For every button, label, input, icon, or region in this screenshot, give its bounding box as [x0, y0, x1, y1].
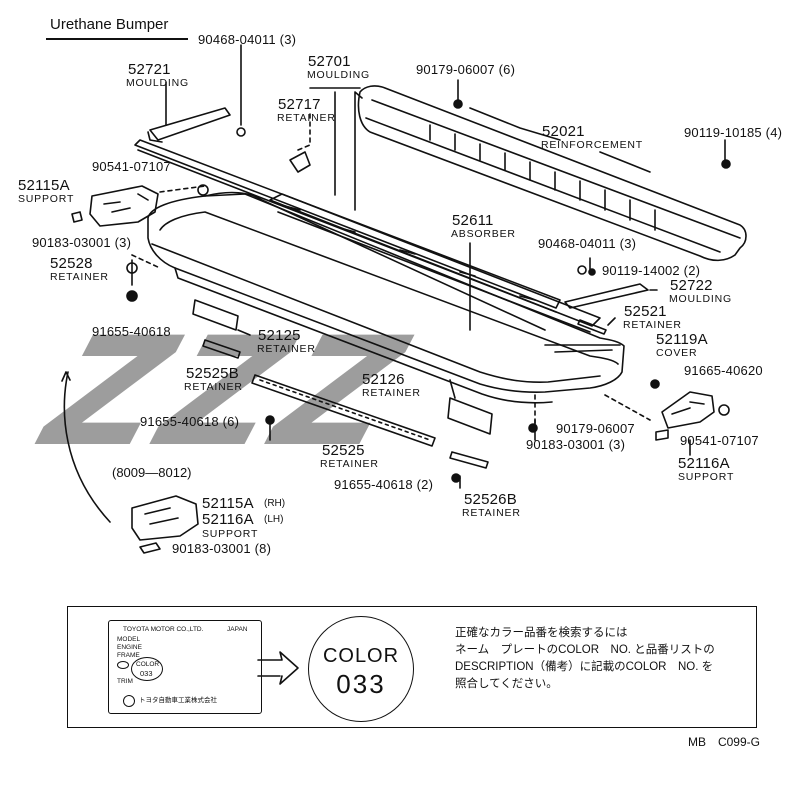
part-label-52119a: 52119A — [656, 331, 708, 348]
part-label-90468-04011-lh: 90468-04011 (3) — [538, 236, 637, 251]
plate-maker: TOYOTA MOTOR CO.,LTD. — [123, 626, 204, 633]
part-label-52526b: 52526B — [464, 491, 517, 508]
part-label-90541-07107-rh: 90541-07107 — [92, 159, 171, 174]
toyota-logo-icon — [123, 695, 135, 707]
part-desc-52721: MOULDING — [126, 77, 189, 89]
instruction-line: ネーム プレートのCOLOR NO. と品番リストの — [455, 644, 715, 656]
variant-support-drawing — [131, 495, 199, 554]
color-callout: COLOR 033 — [308, 616, 414, 722]
instruction-line: 正確なカラー品番を検索するには — [455, 627, 628, 639]
part-label-52125: 52125 — [258, 327, 301, 344]
plate-row-model: MODEL — [117, 636, 141, 643]
part-desc-52722: MOULDING — [669, 293, 732, 305]
support-52115a — [89, 185, 159, 227]
plate-oval-mark — [117, 661, 129, 669]
color-note-box — [67, 606, 757, 728]
variant-rh-tag: (RH) — [264, 498, 286, 509]
part-label-90541-07107-lh: 90541-07107 — [680, 433, 759, 448]
part-desc-52119a: COVER — [656, 347, 698, 359]
instruction-line: DESCRIPTION（備考）に記載のCOLOR NO. を — [455, 661, 714, 673]
part-label-52021: 52021 — [542, 123, 585, 140]
plate-color-value: 033 — [140, 669, 153, 678]
plate-jp-maker: トヨタ自動車工業株式会社 — [139, 697, 217, 704]
part-desc-52116a: SUPPORT — [678, 471, 735, 483]
part-desc-52125: RETAINER — [257, 343, 316, 355]
plate-row-frame: FRAME — [117, 652, 140, 659]
retainer-52525 — [251, 374, 436, 447]
part-label-52521: 52521 — [624, 303, 667, 320]
absorber — [269, 193, 601, 333]
plate-row-trim: TRIM — [117, 678, 133, 685]
retainer-52717 — [289, 151, 311, 173]
title-underline — [46, 38, 188, 40]
plate-color-circle: COLOR 033 — [131, 657, 163, 681]
plate-country: JAPAN — [227, 626, 248, 633]
part-label-52722: 52722 — [670, 277, 713, 294]
part-desc-52526b: RETAINER — [462, 507, 521, 519]
part-label-52721: 52721 — [128, 61, 171, 78]
part-desc-52525b: RETAINER — [184, 381, 243, 393]
part-desc-52717: RETAINER — [277, 112, 336, 124]
part-desc-52611: ABSORBER — [451, 228, 516, 240]
support-52116a — [661, 391, 715, 429]
instruction-line: 照合してください。 — [455, 678, 558, 690]
moulding-52722 — [564, 283, 649, 309]
retainer-52125 — [192, 299, 239, 331]
color-callout-value: 033 — [336, 669, 386, 699]
color-instruction: 正確なカラー品番を検索するには ネーム プレートのCOLOR NO. と品番リス… — [455, 625, 750, 693]
part-label-52116a: 52116A — [678, 455, 730, 472]
plate-color-label: COLOR — [136, 661, 160, 668]
part-desc-52528: RETAINER — [50, 271, 109, 283]
retainer-52526b — [449, 451, 489, 469]
moulding-52721 — [147, 107, 231, 143]
plate-row-engine: ENGINE — [117, 644, 142, 651]
part-label-52525: 52525 — [322, 442, 365, 459]
part-label-52126: 52126 — [362, 371, 405, 388]
reinforcement — [357, 85, 747, 262]
part-desc-52021: REINFORCEMENT — [541, 139, 643, 151]
part-label-90119-10185: 90119-10185 (4) — [684, 125, 783, 140]
part-label-52115a: 52115A — [18, 177, 70, 194]
variant-lh-tag: (LH) — [264, 514, 284, 525]
part-label-90179-06007-single: 90179-06007 — [556, 421, 635, 436]
variant-desc: SUPPORT — [202, 528, 259, 540]
variant-lh-part: 52116A — [202, 511, 254, 528]
retainer-52525b — [202, 339, 241, 359]
variant-rh-part: 52115A — [202, 495, 254, 512]
part-desc-52521: RETAINER — [623, 319, 682, 331]
diagram-title: Urethane Bumper — [50, 16, 169, 33]
part-label-91665-40620: 91665-40620 — [684, 363, 763, 378]
part-label-52701: 52701 — [308, 53, 351, 70]
variant-bolt: 90183-03001 (8) — [172, 541, 272, 556]
color-callout-label: COLOR — [322, 645, 400, 667]
part-label-52525b: 52525B — [186, 365, 239, 382]
part-label-90119-14002: 90119-14002 (2) — [602, 263, 701, 278]
part-desc-52126: RETAINER — [362, 387, 421, 399]
part-label-91655-40618-6: 91655-40618 (6) — [140, 414, 240, 429]
part-label-90179-06007: 90179-06007 (6) — [416, 62, 516, 77]
part-label-90183-03001-rh: 90183-03001 (3) — [32, 235, 132, 250]
part-desc-52525: RETAINER — [320, 458, 379, 470]
part-label-91655-40618-2: 91655-40618 (2) — [334, 477, 434, 492]
retainer-52126 — [447, 397, 493, 435]
part-label-91655-40618: 91655-40618 — [92, 324, 171, 339]
diagram-code: MB C099-G — [687, 735, 760, 749]
part-desc-52701: MOULDING — [307, 69, 370, 81]
variant-range: (8009—8012) — [112, 465, 192, 480]
part-label-90183-03001-lh: 90183-03001 (3) — [526, 437, 626, 452]
name-plate: TOYOTA MOTOR CO.,LTD. JAPAN MODEL ENGINE… — [108, 620, 262, 714]
bumper-cover — [147, 191, 625, 404]
variant-underline — [110, 479, 300, 481]
part-label-52611: 52611 — [452, 212, 494, 229]
part-label-52528: 52528 — [50, 255, 93, 272]
part-label-52717: 52717 — [278, 96, 321, 113]
part-desc-52115a: SUPPORT — [18, 193, 75, 205]
part-label-90468-04011: 90468-04011 (3) — [198, 32, 297, 47]
retainer-52521 — [577, 319, 607, 335]
